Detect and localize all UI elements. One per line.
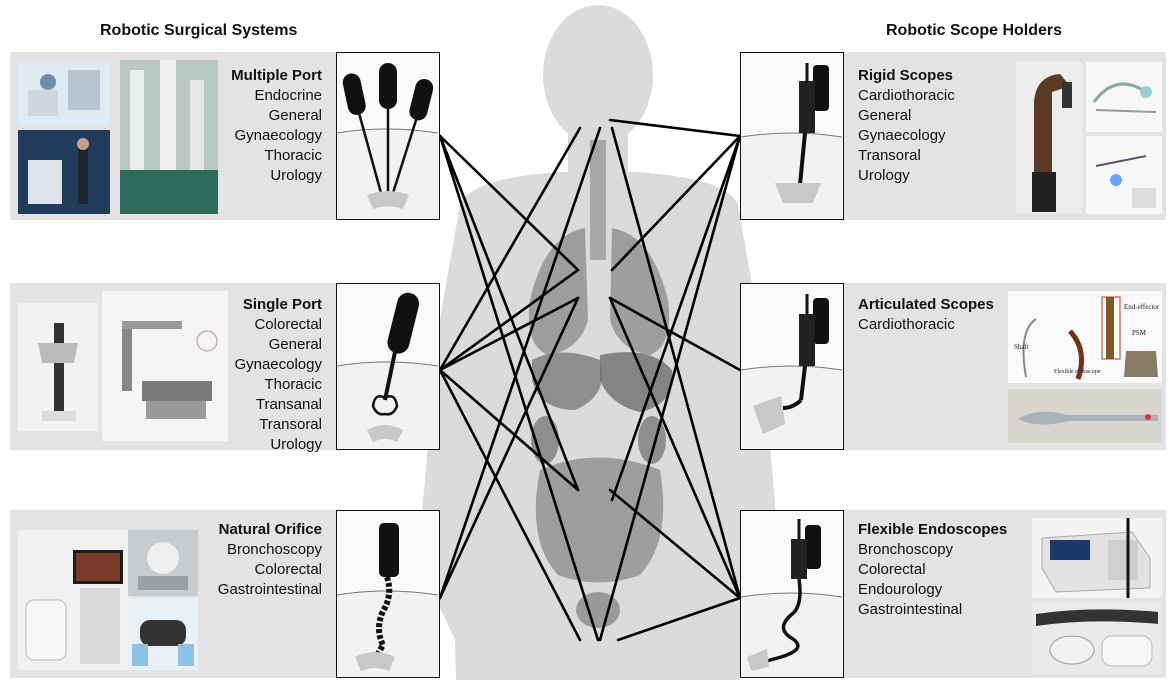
trachea [590, 140, 606, 260]
articulated-scopes-text: Articulated Scopes Cardiothoracic [858, 295, 994, 335]
natural-orifice-robot-photo [18, 530, 130, 670]
specialty-item: Urology [858, 166, 955, 186]
specialty-item: Transoral [858, 146, 955, 166]
bladder [576, 592, 620, 628]
panel-title: Multiple Port [231, 66, 322, 86]
specialty-item: Thoracic [234, 375, 322, 395]
panel-rigid-scopes: Rigid Scopes Cardiothoracic General Gyna… [844, 52, 1166, 220]
panel-single-port: Single Port Colorectal General Gynaecolo… [10, 283, 336, 450]
specialty-item: Thoracic [231, 146, 322, 166]
bronchoscope-photo [128, 530, 198, 596]
specialty-item: Urology [231, 166, 322, 186]
panel-title: Single Port [234, 295, 322, 315]
specialty-item: Gynaecology [858, 126, 955, 146]
specialty-item: Transoral [234, 415, 322, 435]
single-port-robot-photo [18, 303, 98, 431]
specialty-item: General [858, 106, 955, 126]
patient-cart-photo [18, 130, 110, 214]
specialty-item: Bronchoscopy [858, 540, 1007, 560]
articulated-scope-schematic-photo: End-effector PSM Shaft Flexible endoscop… [1008, 291, 1162, 383]
endoscope-device-photo [1032, 602, 1162, 674]
rigid-scope-illustration [740, 52, 844, 220]
multiple-port-text: Multiple Port Endocrine General Gynaecol… [231, 66, 322, 186]
specialty-item: Gastrointestinal [218, 580, 322, 600]
specialty-item: General [231, 106, 322, 126]
rigid-scopes-text: Rigid Scopes Cardiothoracic General Gyna… [858, 66, 955, 186]
natural-orifice-text: Natural Orifice Bronchoscopy Colorectal … [218, 520, 322, 600]
flexible-endoscopes-text: Flexible Endoscopes Bronchoscopy Colorec… [858, 520, 1007, 620]
robotic-arm-photo [1016, 62, 1082, 214]
endoscope-controller-photo [1032, 518, 1162, 598]
single-port-text: Single Port Colorectal General Gynaecolo… [234, 295, 322, 455]
single-port-instrument-illustration [336, 283, 440, 450]
specialty-item: Cardiothoracic [858, 86, 955, 106]
specialty-item: Gynaecology [234, 355, 322, 375]
end-effector-label: End-effector [1124, 303, 1160, 311]
specialty-item: Gastrointestinal [858, 600, 1007, 620]
specialty-item: Colorectal [218, 560, 322, 580]
panel-articulated-scopes: Articulated Scopes Cardiothoracic End-ef… [844, 283, 1166, 450]
panel-multiple-port: Multiple Port Endocrine General Gynaecol… [10, 52, 336, 220]
left-column-heading: Robotic Surgical Systems [100, 22, 297, 40]
specialty-item: General [234, 335, 322, 355]
specialty-item: Gynaecology [231, 126, 322, 146]
specialty-item: Urology [234, 435, 322, 455]
panel-title: Articulated Scopes [858, 295, 994, 315]
specialty-item: Transanal [234, 395, 322, 415]
panel-title: Flexible Endoscopes [858, 520, 1007, 540]
specialty-item: Colorectal [858, 560, 1007, 580]
flexible-endoscope-label: Flexible endoscope [1054, 369, 1101, 375]
multiple-port-instrument-illustration [336, 52, 440, 220]
single-port-cart-photo [102, 291, 228, 441]
articulated-scope-illustration [740, 283, 844, 450]
panel-flexible-endoscopes: Flexible Endoscopes Bronchoscopy Colorec… [844, 510, 1166, 678]
panel-natural-orifice: Natural Orifice Bronchoscopy Colorectal … [10, 510, 336, 678]
psm-label: PSM [1132, 329, 1147, 337]
specialty-item: Cardiothoracic [858, 315, 994, 335]
panel-title: Rigid Scopes [858, 66, 955, 86]
natural-orifice-instrument-illustration [336, 510, 440, 678]
controller-photo [128, 598, 198, 670]
flexible-endoscope-illustration [740, 510, 844, 678]
specialty-item: Endocrine [231, 86, 322, 106]
scope-holder-photo-b [1086, 136, 1162, 214]
panel-title: Natural Orifice [218, 520, 322, 540]
specialty-item: Bronchoscopy [218, 540, 322, 560]
specialty-item: Endourology [858, 580, 1007, 600]
scope-holder-photo-a [1086, 62, 1162, 132]
articulated-scope-device-photo [1008, 389, 1162, 443]
robot-arms-photo [120, 60, 218, 214]
shaft-label: Shaft [1014, 343, 1029, 351]
surgeon-console-photo [18, 60, 110, 126]
specialty-item: Colorectal [234, 315, 322, 335]
right-column-heading: Robotic Scope Holders [886, 22, 1062, 40]
